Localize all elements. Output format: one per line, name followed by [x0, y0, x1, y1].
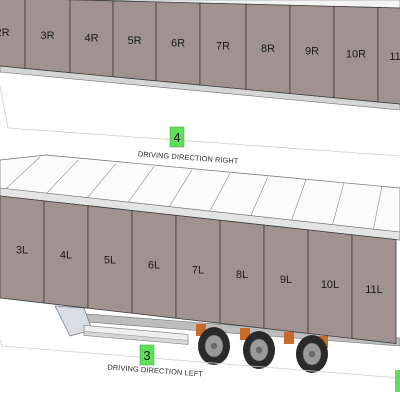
curtain-panel-right — [377, 7, 400, 105]
panel-label-left: 3L — [16, 244, 28, 256]
roof-rib — [3, 156, 41, 191]
view-number-badge-bottom — [139, 344, 155, 366]
top-trailer: 2R 3R 4R 5R 6R 7R 8R 9R 10R 11R 4 DRIVING DIRECTI… — [0, 0, 400, 166]
panel-label-left: 10L — [321, 279, 339, 291]
view-number-badge-top — [169, 126, 185, 148]
panel-label-right: 6R — [171, 38, 185, 50]
roof-rib — [249, 176, 269, 218]
panel-label-right: 9R — [305, 46, 319, 58]
panel-label-right: 7R — [216, 40, 230, 52]
roof-rib — [372, 185, 383, 232]
axle-bracket-3 — [284, 332, 294, 344]
bottom-curtain-panels: 3L 4L 5L 6L 7L 8L 9L 10L 11L — [0, 195, 397, 344]
panel-label-left: 11L — [365, 284, 383, 296]
roof-rib — [290, 179, 307, 223]
view-number-bottom: 3 — [143, 348, 150, 363]
bottom-ground-line — [0, 339, 400, 379]
panel-label-left: 7L — [192, 264, 204, 276]
bottom-trailer: 3L 4L 5L 6L 7L 8L 9L 10L 11L 3 DRIVING DIRECTION… — [0, 154, 400, 392]
panel-label-right: 11R — [389, 51, 400, 63]
panel-label-right: 2R — [0, 27, 10, 39]
roof-rib — [126, 166, 155, 205]
driving-direction-caption-top: DRIVING DIRECTION RIGHT — [138, 149, 240, 165]
corner-marker — [395, 370, 400, 392]
panel-label-right: 5R — [127, 35, 141, 47]
roof-rib — [85, 163, 117, 200]
panel-label-right: 3R — [40, 30, 54, 42]
panel-label-right: 8R — [261, 43, 275, 55]
top-curtain-panels: 2R 3R 4R 5R 6R 7R 8R 9R 10R 11R — [0, 0, 400, 105]
panel-label-left: 6L — [148, 259, 160, 271]
roof-rib — [167, 169, 193, 209]
roof-ribs — [3, 156, 383, 232]
roof-rib — [331, 182, 345, 227]
axle-bracket-2 — [240, 328, 250, 340]
panel-label-right: 4R — [84, 32, 98, 44]
bottom-trailer-top-rail — [0, 187, 400, 241]
driving-direction-caption-bottom: DRIVING DIRECTION LEFT — [107, 363, 204, 379]
curtain-panel-left — [351, 234, 397, 344]
top-trailer-roof — [0, 0, 400, 9]
wheels — [198, 327, 328, 373]
panel-label-left: 4L — [60, 249, 72, 261]
wheel-hub — [210, 342, 218, 350]
side-underrun-bar-lower — [83, 331, 189, 345]
roof-rib — [44, 159, 79, 196]
axle-bracket-1 — [196, 324, 206, 336]
bottom-trailer-roof — [0, 154, 400, 241]
wheel-hub — [308, 350, 316, 358]
wheel-hub — [255, 346, 263, 354]
top-ground-line — [0, 85, 400, 157]
view-number-top: 4 — [173, 130, 180, 145]
panel-label-left: 5L — [104, 254, 116, 266]
roof-rib — [208, 172, 231, 214]
panel-label-left: 8L — [236, 269, 248, 281]
panel-label-left: 9L — [280, 274, 292, 286]
panel-label-right: 10R — [346, 48, 366, 60]
